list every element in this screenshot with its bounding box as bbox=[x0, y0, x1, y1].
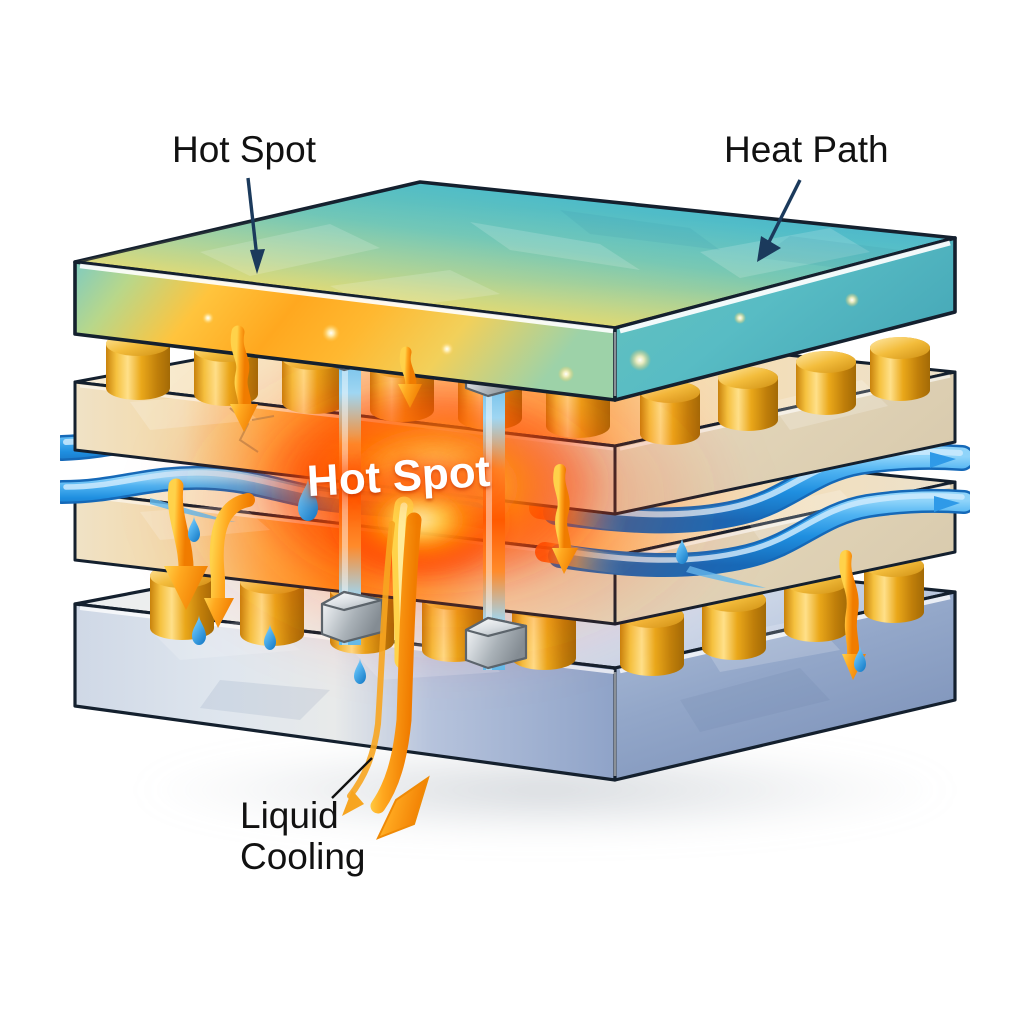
leader-hotspot-top bbox=[246, 177, 265, 274]
highlight-sparkles bbox=[202, 293, 859, 382]
heat-arrow-4 bbox=[204, 493, 255, 628]
leader-heat-path bbox=[757, 179, 802, 262]
drop-shadow bbox=[135, 738, 955, 842]
label-liquid-cooling-line2: Cooling bbox=[240, 836, 366, 878]
label-hot-spot-top: Hot Spot bbox=[172, 129, 316, 170]
leader-liquid-cooling bbox=[331, 757, 373, 799]
label-liquid-cooling-line1: Liquid bbox=[240, 795, 339, 836]
heat-arrow-2 bbox=[398, 346, 422, 408]
heat-arrow-5 bbox=[552, 464, 578, 574]
label-hot-spot-core: Hot Spot bbox=[305, 446, 492, 507]
liquid-cooling-arrow bbox=[342, 512, 430, 840]
heat-arrow-1 bbox=[230, 325, 258, 432]
layer-heat-spreader bbox=[73, 180, 957, 402]
heat-flow-arrows bbox=[164, 325, 866, 680]
heat-arrow-3 bbox=[164, 478, 208, 610]
coolant-droplets bbox=[188, 478, 866, 684]
label-heat-path: Heat Path bbox=[724, 129, 889, 170]
